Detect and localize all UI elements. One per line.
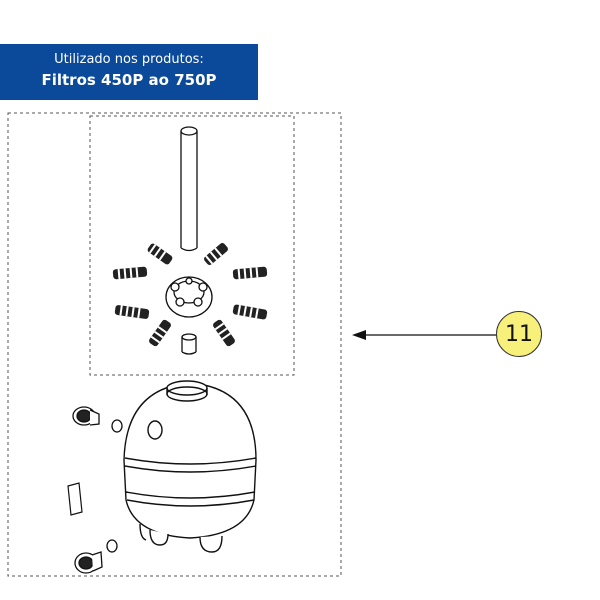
banner-title: Filtros 450P ao 750P	[41, 71, 217, 89]
label-sticker	[67, 482, 83, 516]
callout-arrow	[352, 330, 496, 340]
lateral-hub	[165, 276, 213, 318]
lateral-top-left	[147, 243, 173, 265]
products-banner: Utilizado nos produtos: Filtros 450P ao …	[0, 44, 258, 100]
filter-tank	[123, 380, 257, 553]
lateral-mid-right	[232, 266, 268, 280]
lateral-bottom-left	[149, 319, 171, 347]
outer-dashed-frame	[7, 112, 342, 577]
lateral-bottom-right	[213, 319, 235, 347]
drain-cap-bottom	[74, 539, 118, 574]
part-number-callout: 11	[496, 311, 542, 357]
lateral-top-right	[204, 243, 228, 265]
part-group-frame	[89, 115, 295, 376]
drain-cap-top	[72, 406, 123, 433]
banner-subtitle: Utilizado nos produtos:	[54, 52, 204, 67]
lateral-low-right	[232, 304, 268, 320]
lateral-mid-left	[112, 266, 148, 280]
central-pipe	[180, 126, 198, 252]
lateral-low-left	[114, 305, 150, 319]
coupling	[181, 333, 197, 355]
